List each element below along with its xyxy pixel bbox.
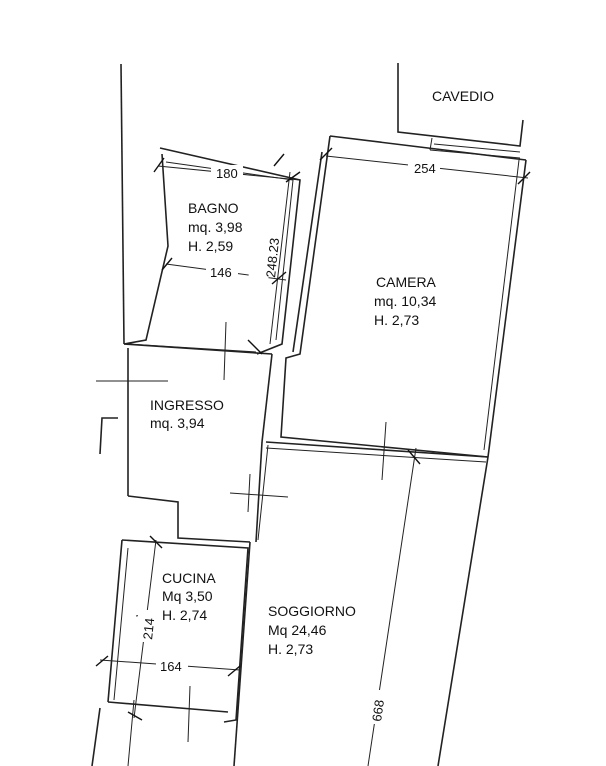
soggiorno-area: Mq 24,46 [268,622,327,638]
bagno-area: mq. 3,98 [188,219,243,235]
camera-name: CAMERA [376,274,437,290]
bagno-side-dimension: 248.23 [263,237,282,278]
dimension-labels: 180 146 248.23 254 214 164 668 [138,160,440,724]
cucina-side-dimension: 214 [140,617,157,640]
cucina-area: Mq 3,50 [162,588,213,604]
camera-top-dimension: 254 [414,161,436,176]
camera-label-group: CAMERA mq. 10,34 H. 2,73 [374,274,437,328]
cucina-label-group: CUCINA Mq 3,50 H. 2,74 [162,570,216,623]
bagno-label-group: BAGNO mq. 3,98 H. 2,59 [188,200,243,254]
cucina-bottom-dimension: 164 [160,659,182,674]
soggiorno-height: H. 2,73 [268,641,313,657]
ingresso-area: mq. 3,94 [150,415,205,431]
soggiorno-label-group: SOGGIORNO Mq 24,46 H. 2,73 [268,603,356,657]
camera-area: mq. 10,34 [374,293,436,309]
ingresso-name: INGRESSO [150,397,224,413]
cucina-height: H. 2,74 [162,607,207,623]
bagno-name: BAGNO [188,200,239,216]
cucina-name: CUCINA [162,570,216,586]
soggiorno-side-dimension: 668 [369,699,387,723]
ingresso-label-group: INGRESSO mq. 3,94 [150,397,224,431]
cavedio-label-group: CAVEDIO [432,88,494,104]
bagno-bottom-dimension: 146 [210,265,232,280]
bagno-height: H. 2,59 [188,238,233,254]
cavedio-name: CAVEDIO [432,88,494,104]
bagno-top-dimension: 180 [216,166,238,181]
walls [91,63,527,766]
camera-height: H. 2,73 [374,312,419,328]
soggiorno-name: SOGGIORNO [268,603,356,619]
